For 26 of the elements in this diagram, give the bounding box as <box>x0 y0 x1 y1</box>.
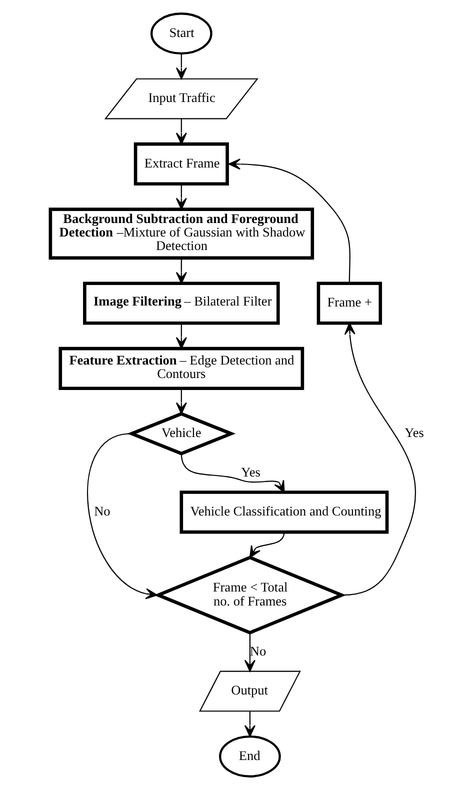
arrow <box>248 532 284 558</box>
node-ellipse: End <box>218 734 280 777</box>
node-box: Background Subtraction and Foreground Detection –Mixture of Gaussian with Shadow Detection <box>48 207 314 260</box>
node-diamond: Vehicle <box>126 412 236 455</box>
node-box: Feature Extraction – Edge Detection and Contours <box>58 346 304 390</box>
arrow <box>175 388 186 414</box>
arrow <box>175 257 186 284</box>
arrow <box>86 432 158 599</box>
arrow <box>228 158 350 283</box>
node-box: Image Filtering – Bilateral Filter <box>82 281 280 324</box>
node-ellipse: Start <box>150 12 212 54</box>
edge-label: No <box>249 642 266 658</box>
edge-label: No <box>94 503 110 518</box>
edge-label: Yes <box>240 464 260 479</box>
arrow <box>244 632 255 672</box>
arrow <box>175 52 186 79</box>
node-box: Vehicle Classification and Counting <box>179 490 388 534</box>
arrow <box>175 118 186 144</box>
edge-label: Yes <box>404 424 424 440</box>
arrow <box>342 322 416 596</box>
node-box: Extract Frame <box>133 142 228 186</box>
arrow <box>175 183 186 210</box>
arrow <box>175 322 186 349</box>
arrow <box>244 710 255 737</box>
arrow <box>180 453 284 492</box>
node-box: Frame + <box>316 281 382 324</box>
